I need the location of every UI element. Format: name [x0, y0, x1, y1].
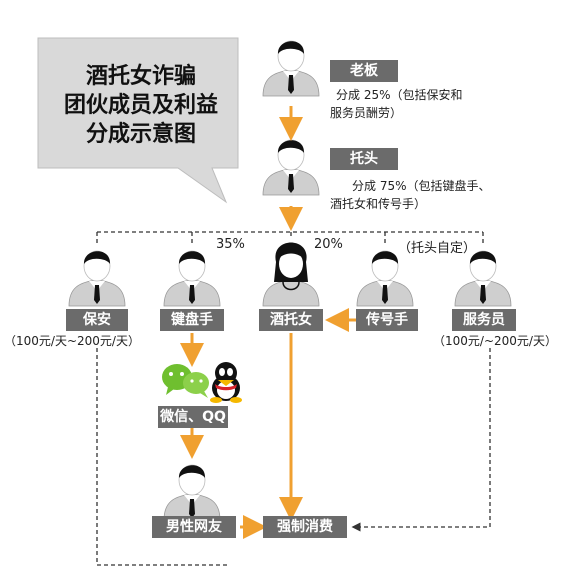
male-person-icon	[163, 464, 221, 521]
head-note-2: 酒托女和传号手）	[330, 197, 427, 211]
head-note-1: 分成 75%（包括键盘手、	[352, 179, 491, 193]
wechat-icon	[162, 364, 209, 398]
guard-label: 保安	[66, 309, 128, 331]
qq-icon	[210, 362, 242, 403]
keyboard-label: 键盘手	[160, 309, 224, 331]
title-bubble	[37, 37, 239, 204]
boss-label: 老板	[330, 60, 398, 82]
girl-percent: 20%	[314, 237, 343, 252]
waiter-person-icon	[454, 250, 512, 307]
title-line-2: 团伙成员及利益	[63, 93, 218, 118]
relay-label: 传号手	[356, 309, 418, 331]
boss-note-1: 分成 25%（包括保安和	[336, 88, 463, 102]
relay-person-icon	[356, 250, 414, 307]
male-label: 男性网友	[152, 516, 236, 538]
forced-label: 强制消费	[263, 516, 347, 538]
wechat-qq-label: 微信、QQ	[158, 406, 228, 428]
title-line-1: 酒托女诈骗	[85, 64, 196, 89]
waiter-label: 服务员	[452, 309, 516, 331]
girl-person-icon	[262, 242, 320, 307]
keyboard-percent: 35%	[216, 237, 245, 252]
boss-note-2: 服务员酬劳）	[330, 106, 403, 120]
head-label: 托头	[330, 148, 398, 170]
guard-person-icon	[68, 250, 126, 307]
boss-person-icon	[262, 40, 320, 97]
dash-guard-bottom	[96, 348, 228, 566]
keyboard-person-icon	[163, 250, 221, 307]
girl-label: 酒托女	[259, 309, 323, 331]
title-line-3: 分成示意图	[85, 122, 196, 147]
head-person-icon	[262, 139, 320, 196]
relay-percent: （托头自定）	[398, 241, 477, 256]
dash-waiter-forced	[351, 348, 491, 532]
diagram-title: 酒托女诈骗 团伙成员及利益 分成示意图	[52, 62, 230, 149]
guard-pay-note: （100元/天~200元/天）	[4, 334, 140, 348]
waiter-pay-note: （100元/~200元/天）	[433, 334, 557, 348]
